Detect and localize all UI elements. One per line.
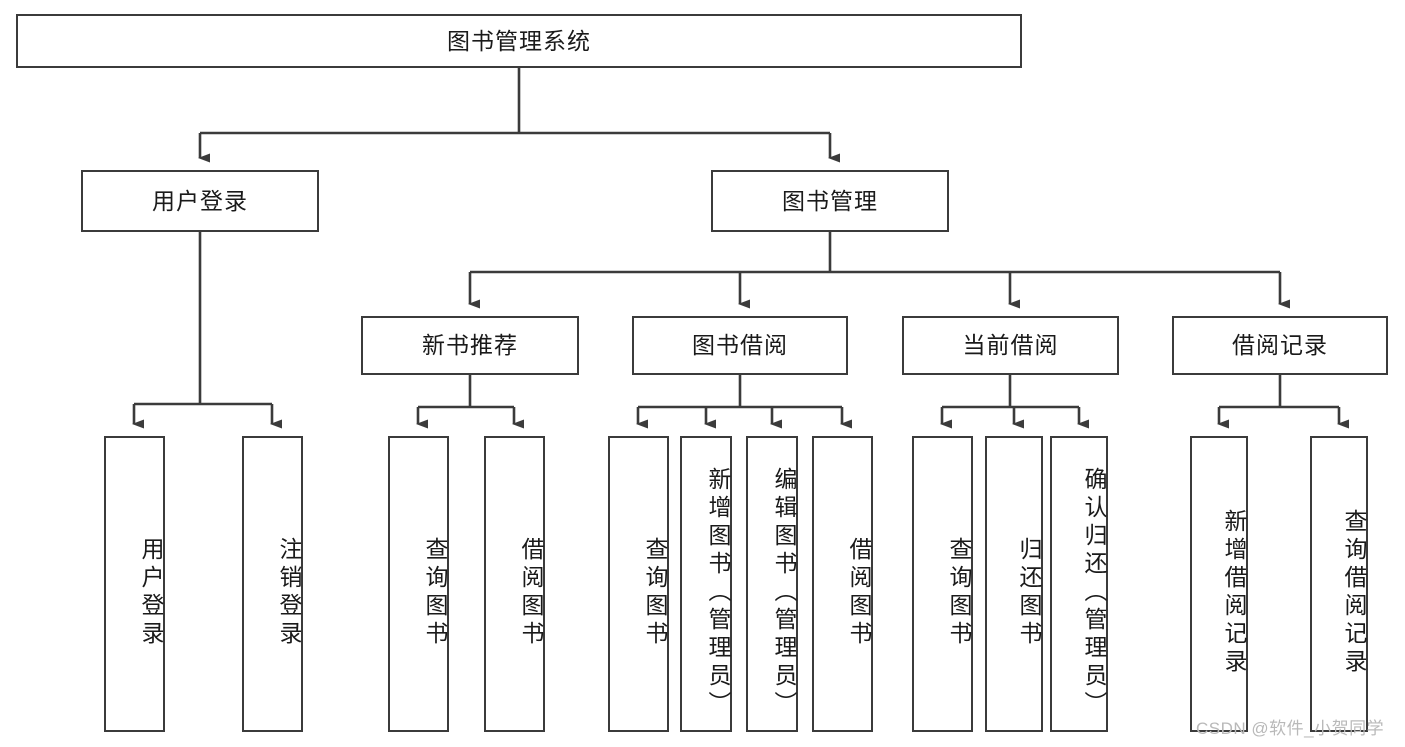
node-book-manage-label: 图书管理 xyxy=(782,187,878,214)
leaf-query-book-2-label: 查询图书 xyxy=(642,537,668,649)
leaf-query-record[interactable]: 查询借阅记录 xyxy=(1310,436,1368,732)
node-borrow-record[interactable]: 借阅记录 xyxy=(1172,316,1388,375)
leaf-add-book-label: 新增图书（管理员） xyxy=(705,467,731,719)
node-new-book-recommend-label: 新书推荐 xyxy=(422,332,518,359)
leaf-query-book-2[interactable]: 查询图书 xyxy=(608,436,669,732)
leaf-query-book-1[interactable]: 查询图书 xyxy=(388,436,449,732)
node-user-login-label: 用户登录 xyxy=(152,187,248,214)
leaf-borrow-book-1-label: 借阅图书 xyxy=(518,537,544,649)
leaf-confirm-return[interactable]: 确认归还（管理员） xyxy=(1050,436,1108,732)
node-root[interactable]: 图书管理系统 xyxy=(16,14,1022,68)
node-root-label: 图书管理系统 xyxy=(447,27,591,54)
leaf-query-book-3-label: 查询图书 xyxy=(946,537,972,649)
node-current-borrow[interactable]: 当前借阅 xyxy=(902,316,1119,375)
leaf-add-record[interactable]: 新增借阅记录 xyxy=(1190,436,1248,732)
leaf-user-logout[interactable]: 注销登录 xyxy=(242,436,303,732)
node-user-login[interactable]: 用户登录 xyxy=(81,170,319,232)
leaf-user-login-label: 用户登录 xyxy=(138,537,164,649)
leaf-borrow-book-1[interactable]: 借阅图书 xyxy=(484,436,545,732)
node-book-manage[interactable]: 图书管理 xyxy=(711,170,949,232)
leaf-user-login[interactable]: 用户登录 xyxy=(104,436,165,732)
node-current-borrow-label: 当前借阅 xyxy=(962,332,1059,359)
leaf-query-book-3[interactable]: 查询图书 xyxy=(912,436,973,732)
leaf-borrow-book-2[interactable]: 借阅图书 xyxy=(812,436,873,732)
node-borrow-record-label: 借阅记录 xyxy=(1232,332,1328,359)
leaf-query-record-label: 查询借阅记录 xyxy=(1341,509,1367,677)
leaf-edit-book-label: 编辑图书（管理员） xyxy=(771,467,797,719)
leaf-query-book-1-label: 查询图书 xyxy=(422,537,448,649)
leaf-confirm-return-label: 确认归还（管理员） xyxy=(1081,467,1107,719)
leaf-add-record-label: 新增借阅记录 xyxy=(1221,509,1247,677)
leaf-return-book[interactable]: 归还图书 xyxy=(985,436,1043,732)
leaf-return-book-label: 归还图书 xyxy=(1016,537,1042,649)
leaf-user-logout-label: 注销登录 xyxy=(276,537,302,649)
leaf-borrow-book-2-label: 借阅图书 xyxy=(846,537,872,649)
leaf-edit-book[interactable]: 编辑图书（管理员） xyxy=(746,436,798,732)
node-book-borrow-label: 图书借阅 xyxy=(692,332,788,359)
node-book-borrow[interactable]: 图书借阅 xyxy=(632,316,848,375)
leaf-add-book[interactable]: 新增图书（管理员） xyxy=(680,436,732,732)
watermark: CSDN @软件_小贺同学 xyxy=(1196,719,1385,738)
node-new-book-recommend[interactable]: 新书推荐 xyxy=(361,316,579,375)
